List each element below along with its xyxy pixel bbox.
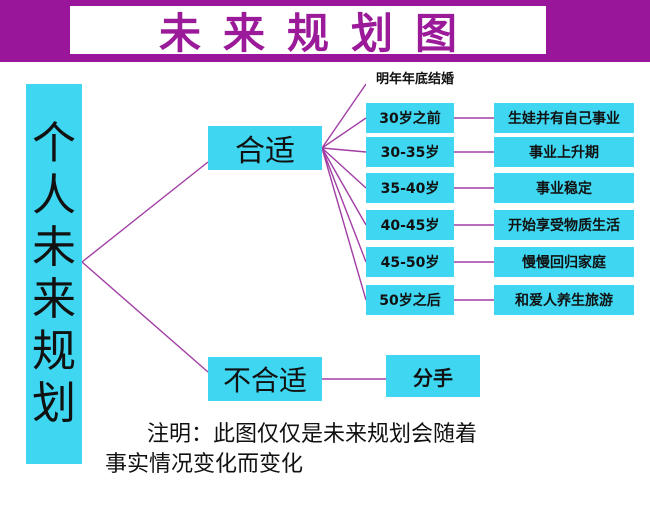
stage-node: 30岁之前 (366, 103, 454, 133)
detail-node: 事业稳定 (494, 173, 634, 203)
link-fit-stage-1 (321, 147, 367, 153)
title-box: 未来规划图 (70, 6, 546, 58)
link-fit-stage-5 (321, 147, 367, 301)
stage-node: 45-50岁 (366, 247, 454, 277)
link-root-unfit (81, 261, 209, 373)
stage-node: 40-45岁 (366, 210, 454, 240)
root-char: 人 (32, 170, 76, 221)
fit-top-item: 明年年底结婚 (366, 66, 464, 88)
detail-node: 生娃并有自己事业 (494, 103, 634, 133)
page-title: 未来规划图 (158, 8, 479, 58)
link-fit-stage-2 (321, 147, 367, 189)
root-char: 个 (32, 118, 76, 169)
root-char: 未 (32, 222, 76, 273)
footnote-line: 注明：此图仅仅是未来规划会随着 (147, 422, 478, 447)
stage-node: 35-40岁 (366, 173, 454, 203)
link-fit-wedding (321, 83, 367, 149)
detail-node: 慢慢回归家庭 (494, 247, 634, 277)
link-fit-stage-0 (321, 117, 367, 149)
detail-node: 事业上升期 (494, 137, 634, 167)
branch-unfit: 不合适 (208, 357, 322, 401)
footnote: 注明：此图仅仅是未来规划会随着 事实情况变化而变化 (105, 420, 625, 480)
branch-fit: 合适 (208, 126, 322, 170)
root-char: 划 (32, 378, 76, 429)
stage-node: 30-35岁 (366, 137, 454, 167)
link-root-fit (81, 161, 209, 263)
root-char: 规 (32, 326, 76, 377)
detail-node: 开始享受物质生活 (494, 210, 634, 240)
link-fit-stage-4 (321, 147, 367, 263)
header-bar: 未来规划图 (0, 0, 650, 62)
detail-node: 和爱人养生旅游 (494, 285, 634, 315)
unfit-item: 分手 (386, 355, 480, 397)
link-fit-stage-3 (321, 147, 367, 226)
root-char: 来 (32, 274, 76, 325)
stage-node: 50岁之后 (366, 285, 454, 315)
root-node: 个 人 未 来 规 划 (26, 84, 82, 464)
footnote-line: 事实情况变化而变化 (105, 452, 304, 477)
